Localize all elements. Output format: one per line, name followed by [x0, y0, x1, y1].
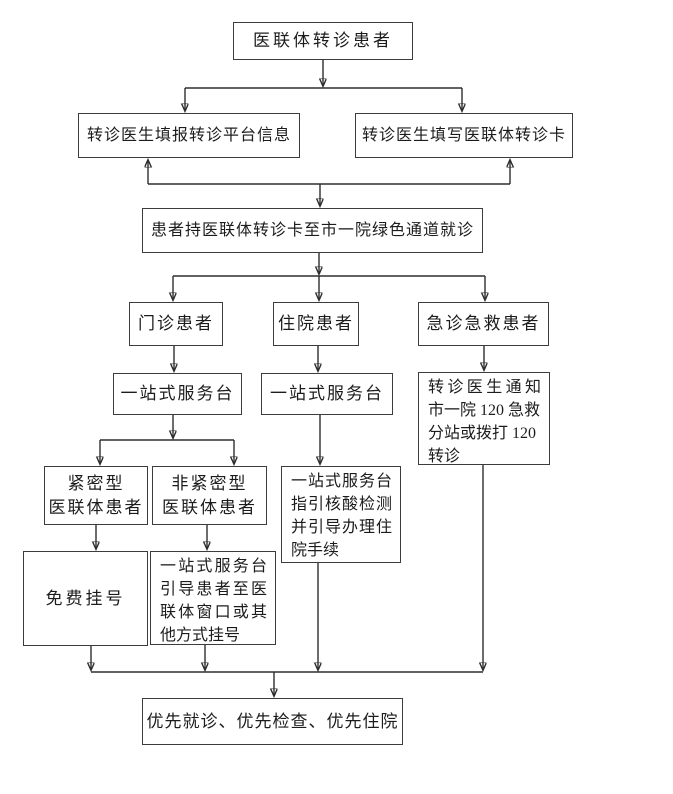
node-onestop-guide-registration-line2: 引导患者至医	[160, 581, 267, 598]
node-onestop-guide-admission-line4: 院手续	[291, 542, 340, 559]
node-notify-120-line3: 分站或拨打 120	[428, 425, 537, 442]
node-inpatient-label: 住院患者	[278, 314, 354, 334]
node-fill-referral-card-label: 转诊医生填写医联体转诊卡	[361, 126, 566, 144]
node-fill-platform-info: 转诊医生填报转诊平台信息	[78, 113, 300, 158]
node-notify-120: 转诊医生通知 市一院 120 急救 分站或拨打 120 转诊	[418, 372, 550, 465]
node-nonclose-type-patient-line2: 医联体患者	[162, 497, 257, 517]
node-union-referral-patient: 医联体转诊患者	[233, 22, 413, 60]
node-free-registration-label: 免费挂号	[45, 588, 126, 608]
node-emergency-patient: 急诊急救患者	[418, 302, 549, 346]
node-nonclose-type-patient-line1: 非紧密型	[171, 473, 248, 493]
node-emergency-patient-label: 急诊急救患者	[426, 314, 541, 334]
node-nonclose-type-patient: 非紧密型 医联体患者	[152, 466, 267, 525]
node-notify-120-line4: 转诊	[428, 448, 461, 465]
node-onestop-desk-outpatient: 一站式服务台	[113, 373, 242, 415]
node-green-channel-visit: 患者持医联体转诊卡至市一院绿色通道就诊	[142, 208, 483, 253]
node-onestop-guide-registration-line1: 一站式服务台	[160, 558, 267, 575]
node-notify-120-line1: 转诊医生通知	[428, 379, 541, 396]
node-outpatient: 门诊患者	[129, 302, 223, 346]
node-close-type-patient-line1: 紧密型	[67, 473, 125, 493]
node-union-referral-patient-label: 医联体转诊患者	[253, 31, 393, 51]
node-close-type-patient: 紧密型 医联体患者	[44, 466, 148, 525]
node-onestop-guide-registration-line4: 他方式挂号	[160, 627, 241, 644]
node-onestop-guide-admission-line2: 指引核酸检测	[291, 496, 392, 513]
node-onestop-guide-admission: 一站式服务台 指引核酸检测 并引导办理住 院手续	[281, 466, 401, 563]
node-onestop-guide-registration: 一站式服务台 引导患者至医 联体窗口或其 他方式挂号	[150, 551, 276, 645]
node-onestop-guide-admission-line1: 一站式服务台	[291, 473, 392, 490]
node-onestop-desk-inpatient: 一站式服务台	[261, 373, 393, 415]
node-fill-platform-info-label: 转诊医生填报转诊平台信息	[86, 126, 291, 144]
node-onestop-guide-registration-line3: 联体窗口或其	[160, 604, 267, 621]
node-outpatient-label: 门诊患者	[138, 314, 214, 334]
node-free-registration: 免费挂号	[23, 551, 148, 646]
node-green-channel-visit-label: 患者持医联体转诊卡至市一院绿色通道就诊	[150, 221, 474, 239]
node-notify-120-line2: 市一院 120 急救	[428, 402, 541, 419]
node-inpatient: 住院患者	[273, 302, 359, 346]
node-fill-referral-card: 转诊医生填写医联体转诊卡	[355, 113, 573, 158]
node-priority-services: 优先就诊、优先检查、优先住院	[142, 698, 403, 745]
node-onestop-guide-admission-line3: 并引导办理住	[291, 519, 392, 536]
node-close-type-patient-line2: 医联体患者	[48, 497, 144, 517]
node-onestop-desk-outpatient-label: 一站式服务台	[120, 384, 235, 404]
node-priority-services-label: 优先就诊、优先检查、优先住院	[146, 711, 399, 731]
node-onestop-desk-inpatient-label: 一站式服务台	[270, 384, 384, 404]
